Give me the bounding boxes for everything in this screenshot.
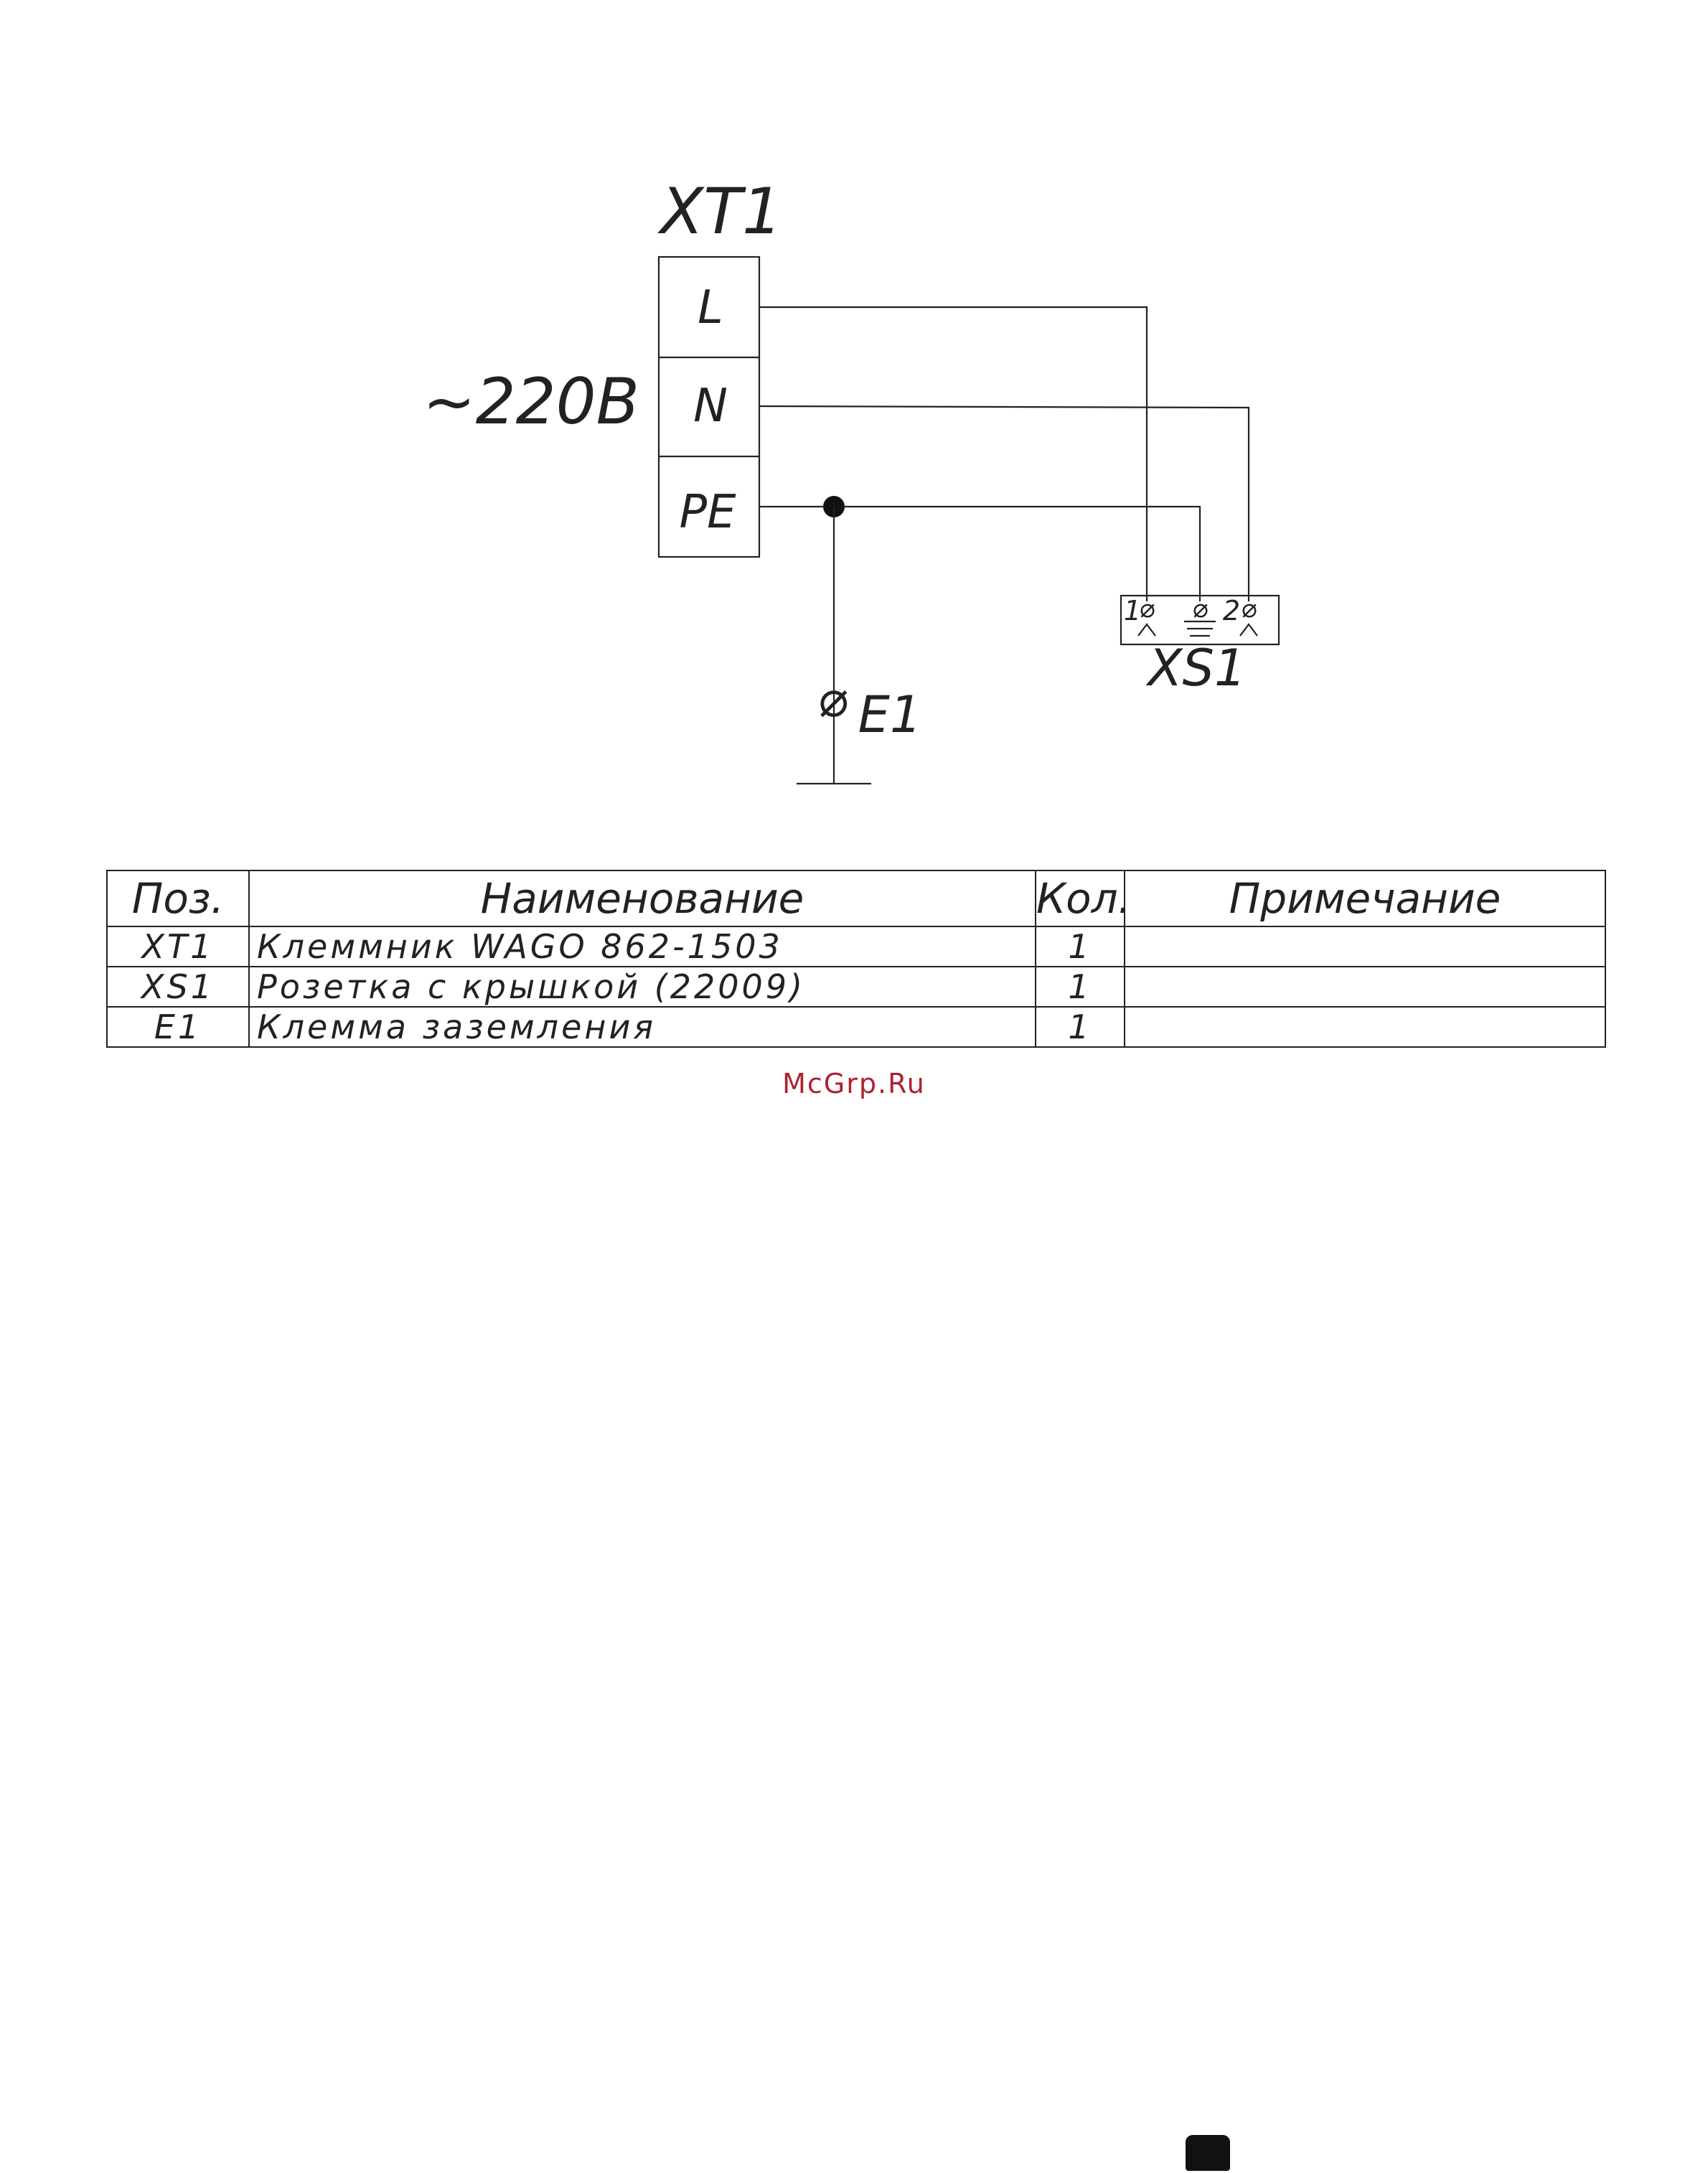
pe-clamp-symbol: ⌀ xyxy=(1192,594,1208,624)
terminal-l-label: L xyxy=(698,281,723,334)
voltage-label: ~220B xyxy=(423,365,639,438)
header-qty: Кол. xyxy=(1036,870,1125,926)
row-pos: E1 xyxy=(107,1007,249,1047)
wiring-diagram: XT1 ~220B L N PE ⌀ E1 xyxy=(0,0,1708,832)
clamp-symbol: ⌀ xyxy=(817,670,848,728)
row-note xyxy=(1125,967,1605,1007)
pin2-clamp-symbol: ⌀ xyxy=(1241,594,1257,624)
watermark-link[interactable]: McGrp.Ru xyxy=(0,1068,1708,1099)
header-pos: Поз. xyxy=(107,870,249,926)
socket-pin1-label: 1 xyxy=(1124,595,1141,626)
terminal-block-xt1: L N PE xyxy=(659,257,759,557)
specification-table: Поз. Наименование Кол. Примечание XT1 Кл… xyxy=(106,870,1606,1043)
socket-pin2-label: 2 xyxy=(1223,595,1240,626)
socket-xs1: ⌀ ⌀ ⌀ 1 2 XS1 xyxy=(1121,594,1279,698)
row-name: Клемма заземления xyxy=(249,1007,1036,1047)
row-pos: XS1 xyxy=(107,967,249,1007)
socket-label: XS1 xyxy=(1145,639,1247,698)
row-name: Клеммник WAGO 862-1503 xyxy=(249,926,1036,967)
table-header-row: Поз. Наименование Кол. Примечание xyxy=(107,870,1605,926)
row-note xyxy=(1125,1007,1605,1047)
table-row: XS1 Розетка с крышкой (22009) 1 xyxy=(107,967,1605,1007)
row-qty: 1 xyxy=(1036,1007,1125,1047)
pin1-clamp-symbol: ⌀ xyxy=(1139,594,1155,624)
header-note: Примечание xyxy=(1125,870,1605,926)
ground-clamp-e1: ⌀ E1 xyxy=(817,670,921,744)
page-marker xyxy=(1186,2135,1230,2171)
row-qty: 1 xyxy=(1036,926,1125,967)
terminal-pe-label: PE xyxy=(679,486,736,539)
table-row: XT1 Клеммник WAGO 862-1503 1 xyxy=(107,926,1605,967)
row-pos: XT1 xyxy=(107,926,249,967)
row-note xyxy=(1125,926,1605,967)
table-row: E1 Клемма заземления 1 xyxy=(107,1007,1605,1047)
wire-l xyxy=(759,307,1147,601)
ground-clamp-label: E1 xyxy=(858,685,922,744)
header-name: Наименование xyxy=(249,870,1036,926)
terminal-n-label: N xyxy=(693,380,728,433)
terminal-block-label: XT1 xyxy=(657,174,782,248)
row-name: Розетка с крышкой (22009) xyxy=(249,967,1036,1007)
row-qty: 1 xyxy=(1036,967,1125,1007)
wire-pe xyxy=(759,507,1200,601)
